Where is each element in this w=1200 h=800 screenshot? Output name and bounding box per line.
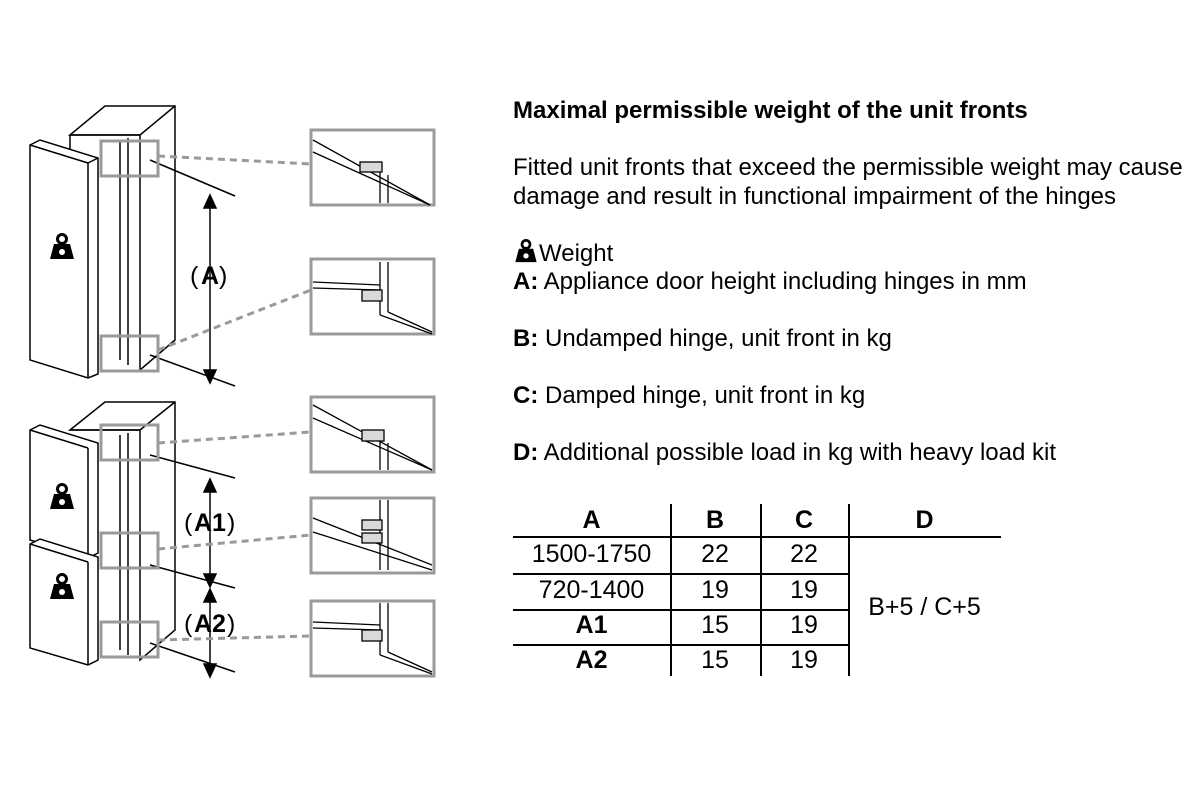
table-cell-c: 22 <box>790 540 818 568</box>
legend-item-c: C: Damped hinge, unit front in kg <box>513 381 865 410</box>
weight-label: Weight <box>539 240 614 267</box>
legend-item-d: D: Additional possible load in kg with h… <box>513 438 1056 467</box>
appliance-double-door <box>29 401 236 673</box>
table-cell-a: 720-1400 <box>538 576 645 604</box>
detail-view-4 <box>309 496 436 575</box>
table-cell-c: 19 <box>790 576 818 604</box>
section-heading: Maximal permissible weight of the unit f… <box>513 97 1028 124</box>
legend-key: C: <box>513 382 539 409</box>
dimension-a1-close-paren: ) <box>227 509 235 537</box>
legend-text: Appliance door height including hinges i… <box>543 268 1027 295</box>
legend-key: B: <box>513 325 539 352</box>
table-cell-b: 15 <box>701 646 729 674</box>
detail-view-1 <box>309 128 436 207</box>
table-header-c: C <box>794 506 814 534</box>
dimension-a2-close-paren: ) <box>227 610 235 638</box>
legend-item-a: A: Appliance door height including hinge… <box>513 267 1027 296</box>
table-header-b: B <box>705 506 725 534</box>
table-cell-d: B+5 / C+5 <box>868 593 981 621</box>
dimension-a-label: A <box>201 262 219 290</box>
hinge-callout-bottom <box>99 334 160 373</box>
dimension-a <box>202 193 218 385</box>
weight-table: A B C D 1500-1750 22 22 720-1400 19 19 A… <box>513 504 1003 676</box>
callout-leaders <box>157 154 312 642</box>
legend-key: A: <box>513 268 539 295</box>
table-cell-c: 19 <box>790 611 818 639</box>
dimension-a2-label: A2 <box>194 610 226 638</box>
legend-item-b: B: Undamped hinge, unit front in kg <box>513 324 892 353</box>
weight-icon <box>515 239 537 263</box>
table-cell-a: A1 <box>575 611 608 639</box>
dimension-a1-label: A1 <box>194 509 226 537</box>
dimension-a1 <box>202 477 218 589</box>
detail-view-5 <box>309 599 436 678</box>
detail-view-2 <box>309 257 436 336</box>
legend-text: Undamped hinge, unit front in kg <box>545 325 892 352</box>
legend-text: Damped hinge, unit front in kg <box>545 382 866 409</box>
dimension-a2-open-paren: ( <box>184 610 193 638</box>
table-header-a: A <box>582 506 601 534</box>
dimension-a2 <box>202 587 218 679</box>
dimension-a1-open-paren: ( <box>184 509 193 537</box>
table-cell-b: 22 <box>701 540 729 568</box>
hinge-callout-top <box>99 139 160 178</box>
legend-text: Additional possible load in kg with heav… <box>543 439 1056 466</box>
table-cell-a: 1500-1750 <box>531 540 652 568</box>
hinge-diagram: ( A ) ( A1 ) ( A2 ) <box>29 105 436 679</box>
table-header-d: D <box>915 506 934 534</box>
legend-key: D: <box>513 439 539 466</box>
dimension-a-open-paren: ( <box>190 262 199 290</box>
table-cell-b: 19 <box>701 576 729 604</box>
table-cell-c: 19 <box>790 646 818 674</box>
dimension-a-close-paren: ) <box>219 262 227 290</box>
hinge-callout-middle <box>99 531 160 570</box>
weight-legend: Weight <box>513 239 613 268</box>
detail-view-3 <box>309 395 436 474</box>
section-description: Fitted unit fronts that exceed the permi… <box>513 154 1183 210</box>
table-cell-b: 15 <box>701 611 729 639</box>
table-cell-a: A2 <box>575 646 608 674</box>
